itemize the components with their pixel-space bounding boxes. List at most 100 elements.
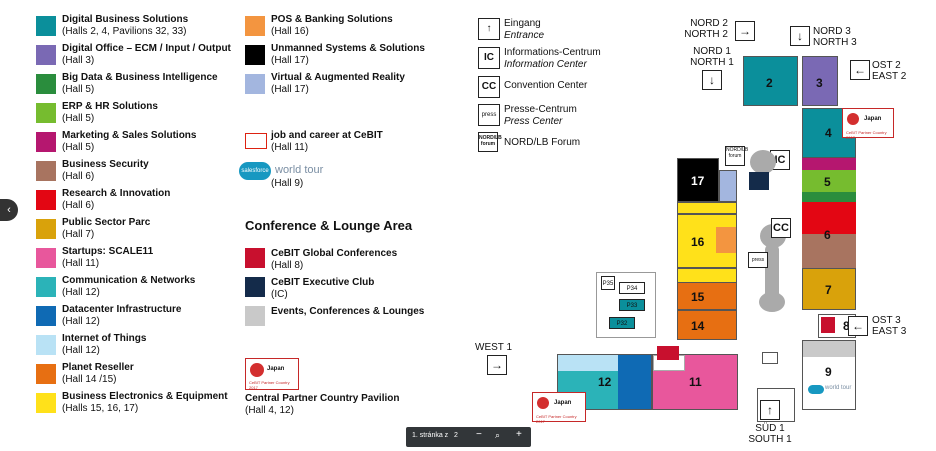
pavilion-35[interactable]: P35 [601, 276, 615, 290]
world-tour-text: world tour [275, 164, 324, 176]
legend-item-world-tour: salesforce world tour (Hall 9) [239, 162, 445, 192]
hall-5[interactable]: 5 [802, 170, 856, 192]
convention-center-marker[interactable]: CC [771, 218, 791, 238]
legend-sub: (Hall 3) [62, 55, 95, 66]
pdf-toolbar: 1. stránka z 2 − ⌕ + [406, 427, 531, 447]
info-center-icon: IC [478, 47, 500, 69]
legend-title: Datacenter Infrastructure [62, 304, 182, 315]
badge-caption: CeBIT Partner Country 2017 [846, 130, 887, 140]
legend-swatch [36, 219, 56, 239]
datacenter-area [618, 355, 651, 409]
entrance-arrow-icon[interactable]: → [735, 21, 755, 41]
legend-title: CeBIT Global Conferences [271, 248, 398, 259]
pavilion-34[interactable]: P34 [619, 282, 645, 294]
legend-item: ERP & HR Solutions(Hall 5) [36, 101, 236, 130]
hall-17-electronics[interactable] [677, 202, 737, 214]
hall-14[interactable]: 14 [677, 310, 737, 340]
hall-6-research[interactable] [802, 202, 856, 234]
legend-item-unmanned: Unmanned Systems & Solutions (Hall 17) [245, 43, 445, 71]
gate-label-en: SOUTH 1 [748, 434, 792, 445]
entrance-arrow-icon[interactable]: → [487, 355, 507, 375]
legend-title: Communication & Networks [62, 275, 196, 286]
press-center-marker[interactable]: press [748, 252, 768, 268]
legend-swatch [36, 103, 56, 123]
hall-6[interactable]: 6 [802, 228, 856, 268]
badge-title: Japan [267, 366, 285, 372]
legend-sub: (Hall 7) [62, 229, 95, 240]
pavilion-32[interactable]: P32 [609, 317, 635, 329]
key-title: Eingang [504, 18, 541, 29]
gate-label: SÜD 1 [755, 423, 785, 434]
entrance-arrow-icon[interactable]: ↑ [760, 400, 780, 420]
hall-label: 5 [824, 175, 831, 189]
entrance-arrow-icon: ↑ [478, 18, 500, 40]
search-icon[interactable]: ⌕ [495, 430, 501, 440]
gate-label: NORD 3 [813, 26, 851, 37]
legend-item: Digital Office – ECM / Input / Output(Ha… [36, 43, 236, 72]
zoom-in-button[interactable]: + [516, 429, 522, 440]
executive-club-logo [245, 277, 265, 297]
hall-7[interactable]: 7 [802, 268, 856, 310]
pavilion-33[interactable]: P33 [619, 299, 645, 311]
hall-9[interactable]: 9 world tour [802, 340, 856, 410]
hall-17-vr[interactable] [719, 170, 737, 202]
legend-swatch [36, 161, 56, 181]
legend-item-executive-club: CeBIT Executive Club (IC) [245, 277, 445, 305]
legend-title: Business Electronics & Equipment [62, 391, 228, 402]
entrance-arrow-icon[interactable]: ↓ [702, 70, 722, 90]
legend-sub: (Hall 12) [62, 287, 100, 298]
gate-label: WEST 1 [475, 342, 513, 353]
gate-label-en: EAST 3 [872, 326, 907, 337]
key-title: Convention Center [504, 80, 588, 91]
gate-label: OST 2 [872, 60, 901, 71]
hall-label: 14 [691, 319, 705, 333]
legend-title: CeBIT Executive Club [271, 277, 375, 288]
hall-5-bigdata[interactable] [802, 192, 856, 202]
hall-16[interactable]: 16 [677, 214, 737, 268]
badge-title: Japan [554, 400, 572, 406]
partner-country-badge-hall-4: Japan CeBIT Partner Country 2017 [842, 108, 894, 140]
global-conferences-logo [245, 248, 265, 268]
legend-title: Digital Business Solutions [62, 14, 189, 25]
legend-item: Communication & Networks(Hall 12) [36, 275, 236, 304]
entrance-arrow-icon[interactable]: ↓ [790, 26, 810, 46]
salesforce-logo [808, 385, 824, 394]
events-area [803, 341, 855, 357]
legend-sub: (Hall 6) [62, 171, 95, 182]
legend-sub: (Hall 16) [271, 26, 309, 37]
legend-swatch [36, 248, 56, 268]
key-title: NORD/LB Forum [504, 137, 581, 148]
pos-banking-area [716, 227, 736, 253]
nordlb-forum-marker[interactable]: NORD/LB forum [725, 146, 748, 166]
hall-5-marketing[interactable] [802, 158, 856, 170]
gate-west1: WEST 1 [475, 342, 512, 353]
hall-2[interactable]: 2 [743, 56, 798, 106]
previous-page-button[interactable]: ‹ [0, 199, 18, 221]
hall-11[interactable]: 11 [652, 354, 738, 410]
page-count: 2 [454, 432, 458, 439]
legend-sub: (Hall 12) [62, 316, 100, 327]
legend-sub: (Hall 6) [62, 200, 95, 211]
entrance-arrow-icon[interactable]: ← [850, 60, 870, 80]
legend-item-global-conferences: CeBIT Global Conferences (Hall 8) [245, 248, 445, 276]
hall-17[interactable]: 17 [677, 158, 719, 202]
legend-sub: (Halls 2, 4, Pavilions 32, 33) [62, 26, 187, 37]
hall-15[interactable]: 15 [677, 282, 737, 310]
legend-sub: (IC) [271, 289, 288, 300]
legend-item: Internet of Things(Hall 12) [36, 333, 236, 362]
japan-logo-icon [250, 363, 264, 377]
legend-title: Big Data & Business Intelligence [62, 72, 218, 83]
legend-title: Unmanned Systems & Solutions [271, 43, 425, 54]
entrance-arrow-icon[interactable]: ← [848, 316, 868, 336]
zoom-out-button[interactable]: − [476, 429, 482, 440]
hall-3[interactable]: 3 [802, 56, 838, 106]
key-entrance: ↑ Eingang Entrance [478, 18, 618, 42]
legend-title: Public Sector Parc [62, 217, 151, 228]
hall-label: 11 [689, 375, 702, 389]
legend-title: Planet Reseller [62, 362, 134, 373]
conference-heading: Conference & Lounge Area [245, 218, 413, 233]
legend-sub: (Hall 5) [62, 142, 95, 153]
legend-sub: (Hall 11) [271, 142, 309, 153]
